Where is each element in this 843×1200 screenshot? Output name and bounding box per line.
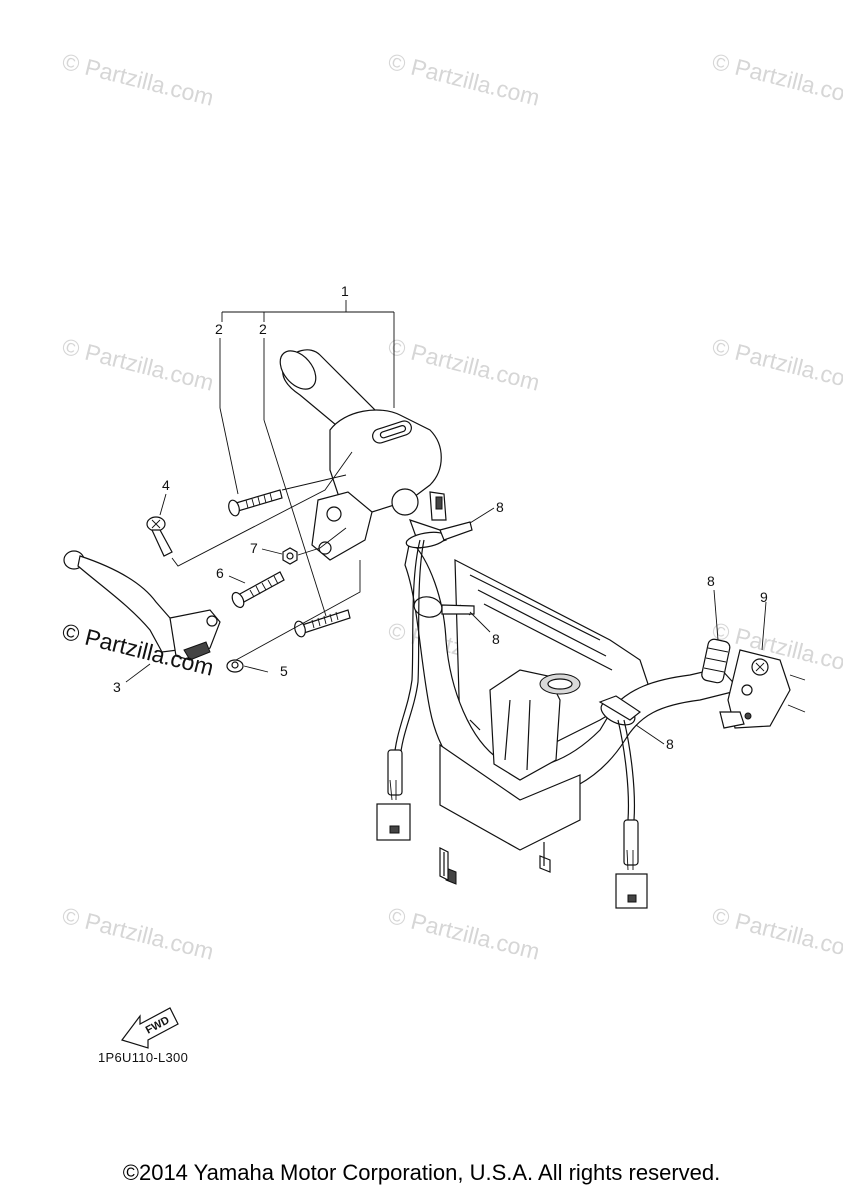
callout-8: 8 xyxy=(666,736,674,752)
assembly-lines xyxy=(171,451,361,661)
callout-5: 5 xyxy=(280,663,288,679)
callout-1: 1 xyxy=(341,283,349,299)
callout-3: 3 xyxy=(113,679,121,695)
switch-assembly xyxy=(719,649,806,729)
wires xyxy=(376,539,648,909)
callout-9: 9 xyxy=(760,589,768,605)
wire-bands xyxy=(405,521,731,726)
callout-2: 2 xyxy=(259,321,267,337)
grip-and-lever-holder xyxy=(279,349,447,561)
diagram-code: 1P6U110-L300 xyxy=(98,1050,189,1065)
fwd-arrow-icon xyxy=(121,1007,179,1049)
copyright-notice: ©2014 Yamaha Motor Corporation, U.S.A. A… xyxy=(122,1160,721,1185)
callout-7: 7 xyxy=(250,540,258,556)
lever xyxy=(63,550,221,661)
callout-2: 2 xyxy=(215,321,223,337)
callout-6: 6 xyxy=(216,565,224,581)
handlebar-mount xyxy=(439,669,581,885)
callout-4: 4 xyxy=(162,477,170,493)
callout-leaders xyxy=(125,493,767,745)
callout-8: 8 xyxy=(707,573,715,589)
hardware xyxy=(146,489,351,673)
callout-8: 8 xyxy=(496,499,504,515)
callout-bracket xyxy=(219,300,395,617)
callout-8: 8 xyxy=(492,631,500,647)
